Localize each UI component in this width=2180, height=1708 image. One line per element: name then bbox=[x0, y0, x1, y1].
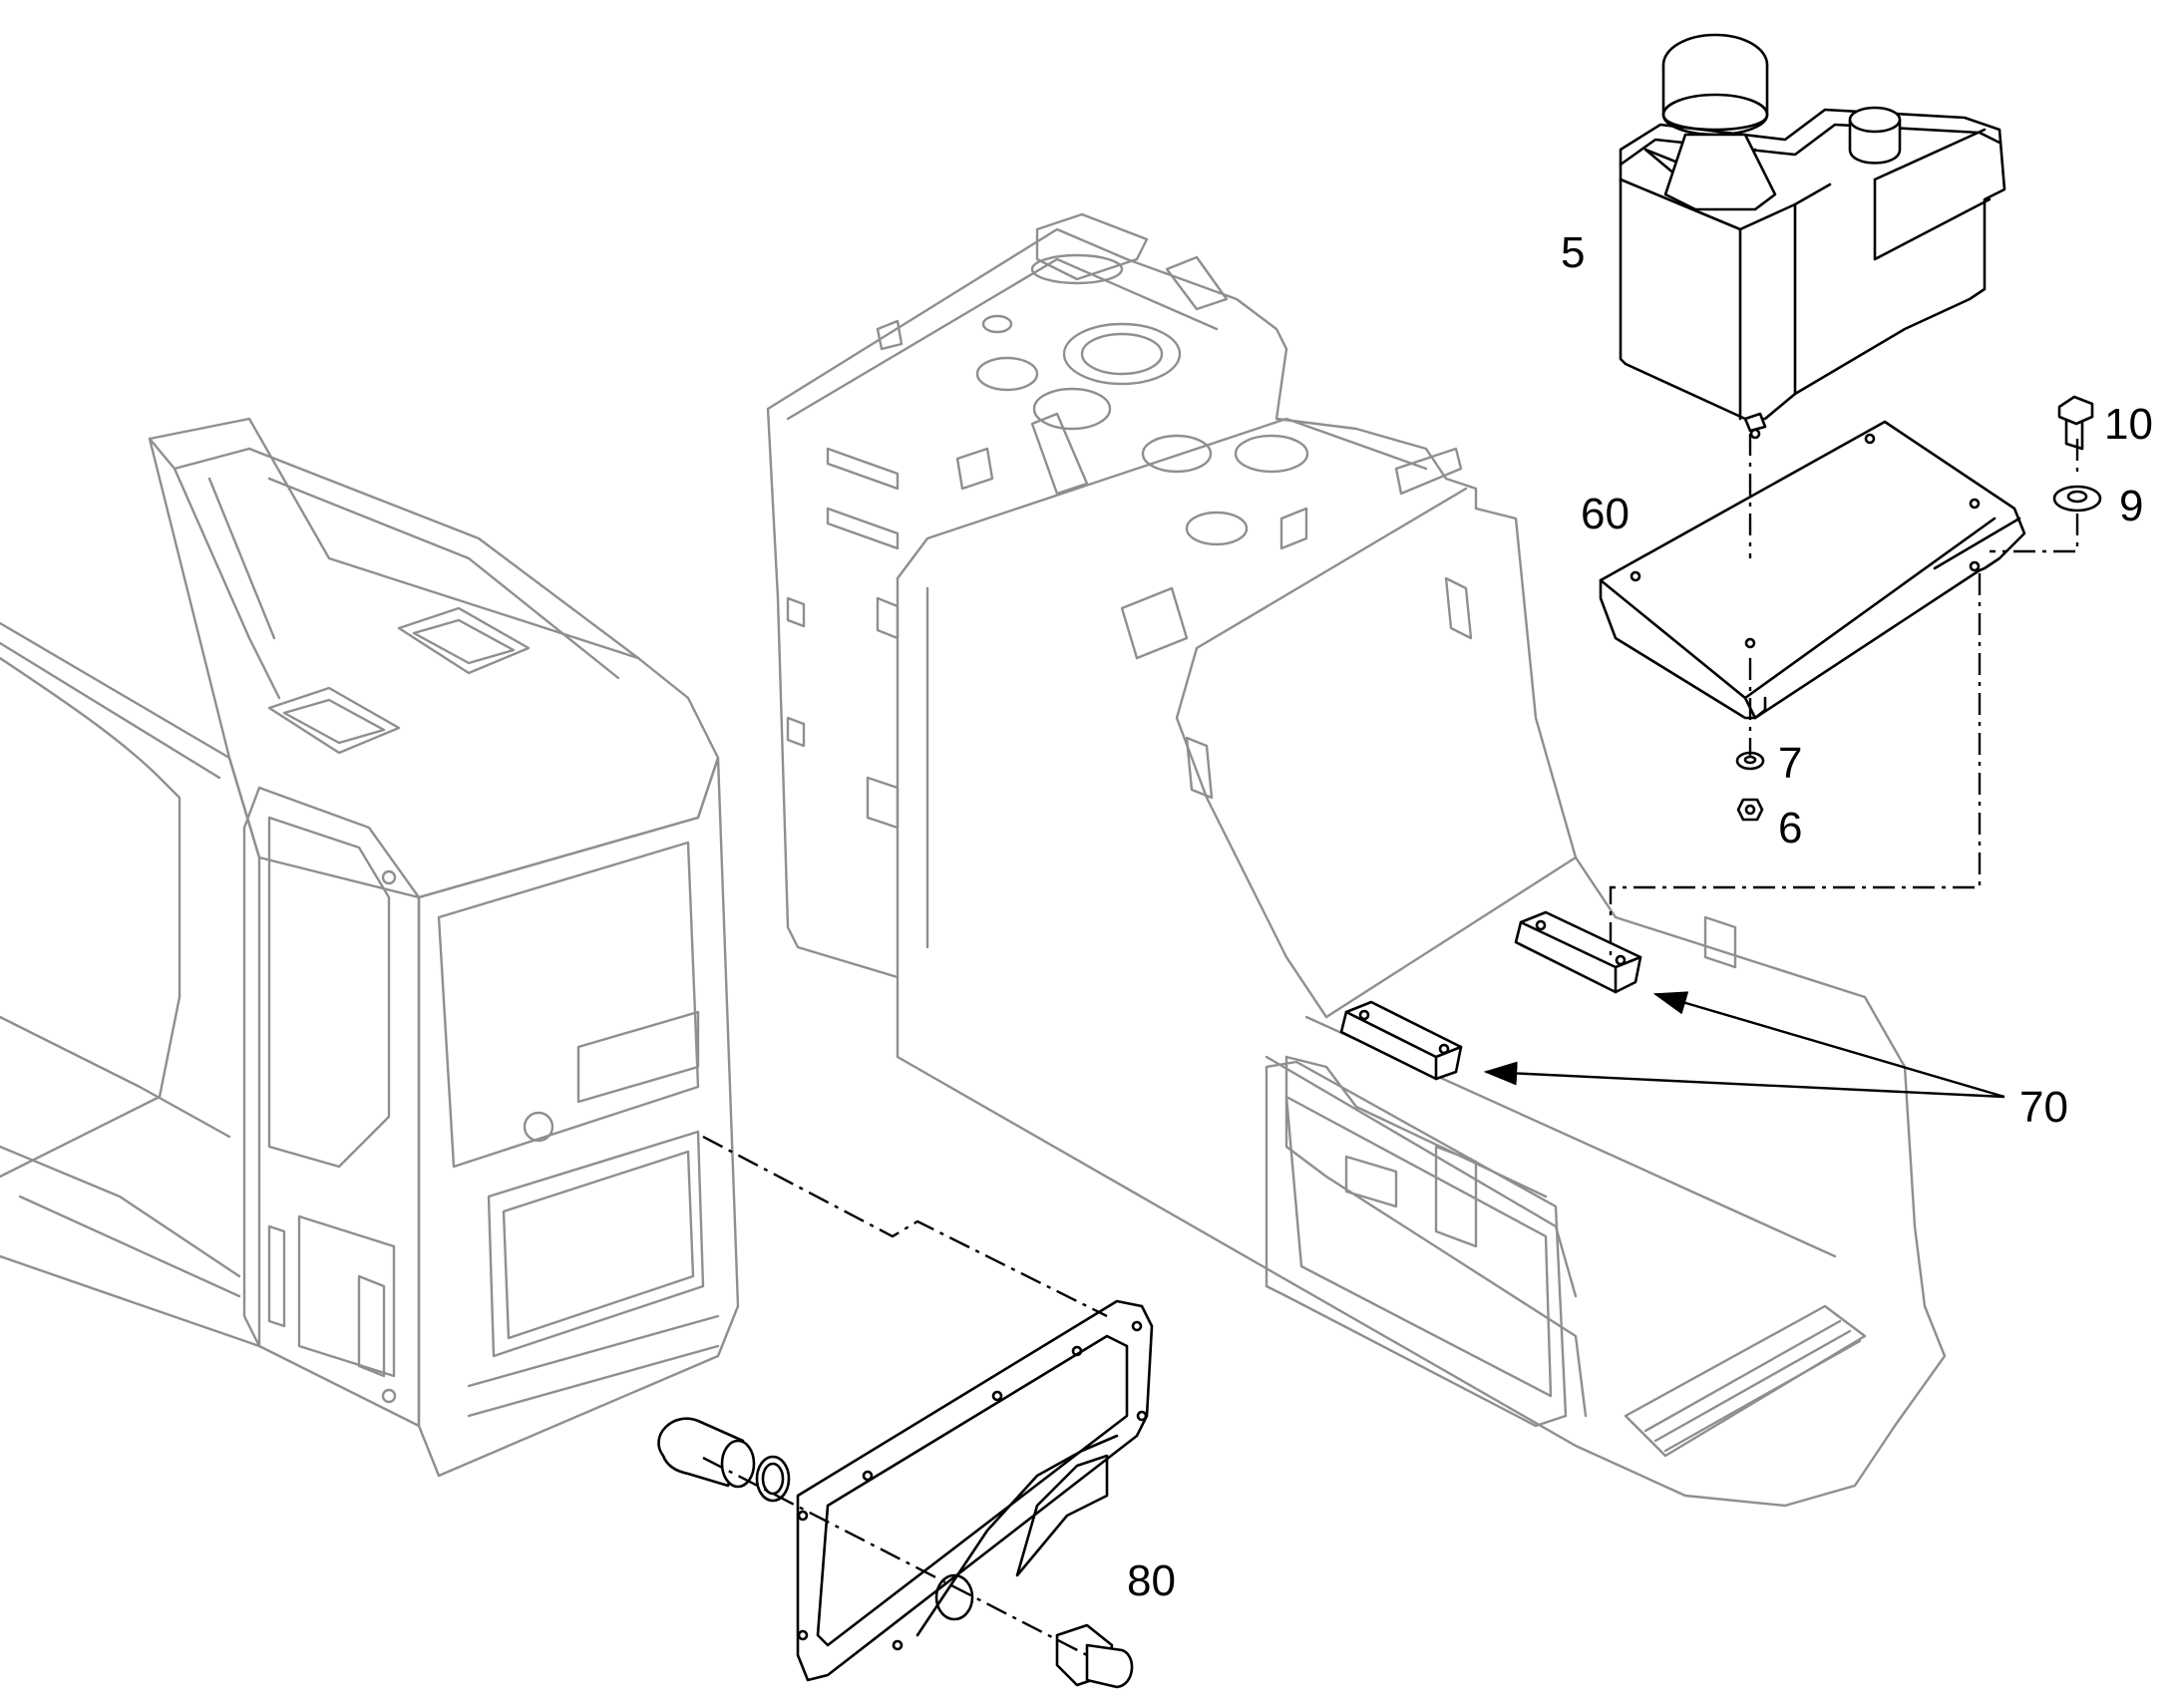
assembly-lines bbox=[702, 434, 2079, 1657]
access-panel-cover bbox=[796, 1299, 1154, 1682]
callout-9: 9 bbox=[2119, 482, 2143, 530]
mounting-bracket-upper bbox=[1514, 910, 1642, 994]
leader-lines-70 bbox=[1483, 991, 2005, 1099]
operator-cab bbox=[0, 417, 740, 1478]
callout-80: 80 bbox=[1127, 1556, 1176, 1605]
mounting-bracket-lower bbox=[1339, 1000, 1463, 1081]
bolt-10 bbox=[2057, 395, 2094, 451]
mount-plate bbox=[1599, 420, 2026, 720]
callout-6: 6 bbox=[1778, 804, 1802, 853]
reservoir-tank bbox=[1619, 33, 2006, 440]
callout-7: 7 bbox=[1778, 739, 1802, 788]
seal-bushing bbox=[657, 1417, 791, 1503]
callout-70: 70 bbox=[2019, 1083, 2068, 1132]
nut-6 bbox=[1736, 798, 1764, 822]
washer-9 bbox=[2052, 485, 2102, 512]
callout-10: 10 bbox=[2104, 400, 2153, 449]
callout-5: 5 bbox=[1561, 228, 1585, 277]
callout-60: 60 bbox=[1581, 490, 1630, 538]
connector-plug bbox=[1055, 1623, 1134, 1689]
